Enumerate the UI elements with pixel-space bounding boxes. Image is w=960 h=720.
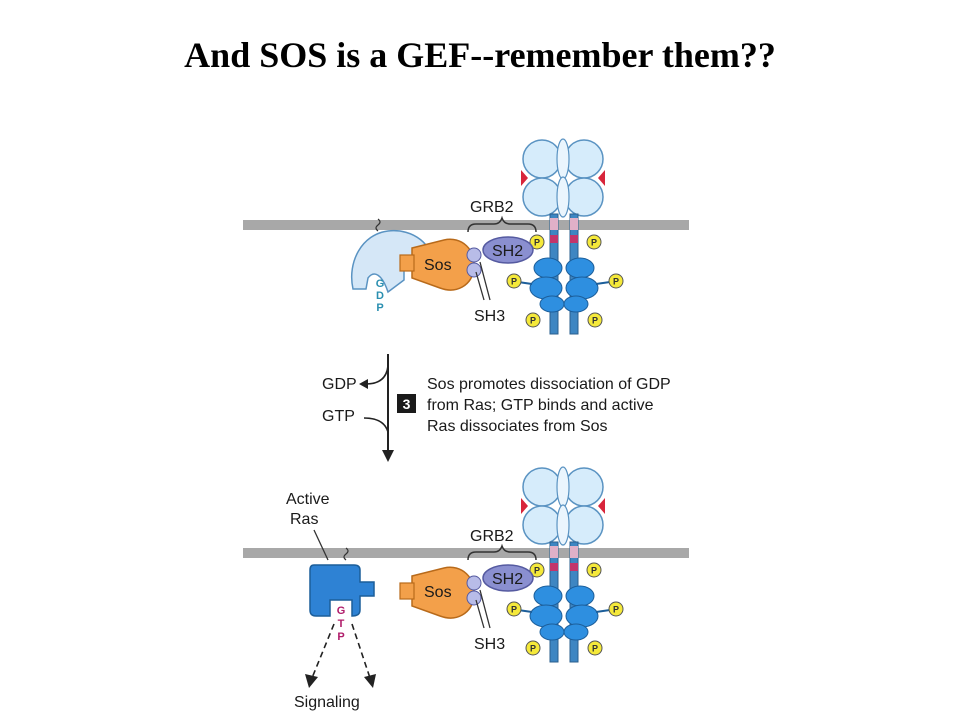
phospho-groups-bottom: P P P P P P — [506, 562, 624, 656]
signaling-arrows — [305, 623, 376, 688]
grb2-label-bottom: GRB2 — [470, 528, 514, 545]
active-ras-label-line-1: Active — [286, 491, 330, 508]
phospho-label: P — [592, 316, 598, 326]
phospho-label: P — [591, 238, 597, 248]
plasma-membrane-top — [243, 220, 689, 230]
phospho-label: P — [511, 605, 517, 615]
slide-title: And SOS is a GEF--remember them?? — [184, 35, 776, 75]
phospho-label: P — [530, 316, 536, 326]
sh2-domain-bottom — [482, 564, 534, 592]
grb2-brace-bottom — [467, 543, 537, 561]
step-number-badge — [397, 394, 416, 413]
phospho-label: P — [591, 566, 597, 576]
gdp-glyph-g: G — [376, 278, 385, 290]
sh3-label-bottom: SH3 — [474, 636, 505, 653]
gtp-bound-label: GTP — [322, 408, 355, 425]
gdp-glyph-p: P — [376, 302, 383, 314]
gtp-glyph-g: G — [337, 605, 346, 617]
signaling-label: Signaling — [294, 694, 360, 711]
step-number: 3 — [403, 396, 411, 412]
step-text-line-3: Ras dissociates from Sos — [427, 418, 608, 435]
step-text-line-1: Sos promotes dissociation of GDP — [427, 376, 671, 393]
sh3-label-top: SH3 — [474, 308, 505, 325]
phospho-label: P — [534, 238, 540, 248]
grb2-brace-top — [467, 215, 537, 233]
exchange-arrow — [359, 354, 394, 462]
phospho-label: P — [534, 566, 540, 576]
gtp-glyph-t: T — [338, 618, 345, 630]
gtp-glyph-p: P — [337, 631, 344, 643]
gdp-glyph-d: D — [376, 290, 384, 302]
step-text-line-2: from Ras; GTP binds and active — [427, 397, 654, 414]
sh2-label-top: SH2 — [492, 243, 523, 260]
phospho-label: P — [613, 277, 619, 287]
active-ras — [309, 564, 375, 617]
phospho-label: P — [530, 644, 536, 654]
phospho-label: P — [511, 277, 517, 287]
gdp-released-label: GDP — [322, 376, 357, 393]
phospho-groups-top: P P P P P P — [506, 234, 624, 328]
phospho-label: P — [613, 605, 619, 615]
active-ras-label-line-2: Ras — [290, 511, 318, 528]
grb2-label-top: GRB2 — [470, 199, 514, 216]
phospho-label: P — [592, 644, 598, 654]
sh2-domain-top — [482, 236, 534, 264]
sos-label-top: Sos — [424, 257, 452, 274]
plasma-membrane-bottom — [243, 548, 689, 558]
sos-label-bottom: Sos — [424, 584, 452, 601]
sh2-label-bottom: SH2 — [492, 571, 523, 588]
